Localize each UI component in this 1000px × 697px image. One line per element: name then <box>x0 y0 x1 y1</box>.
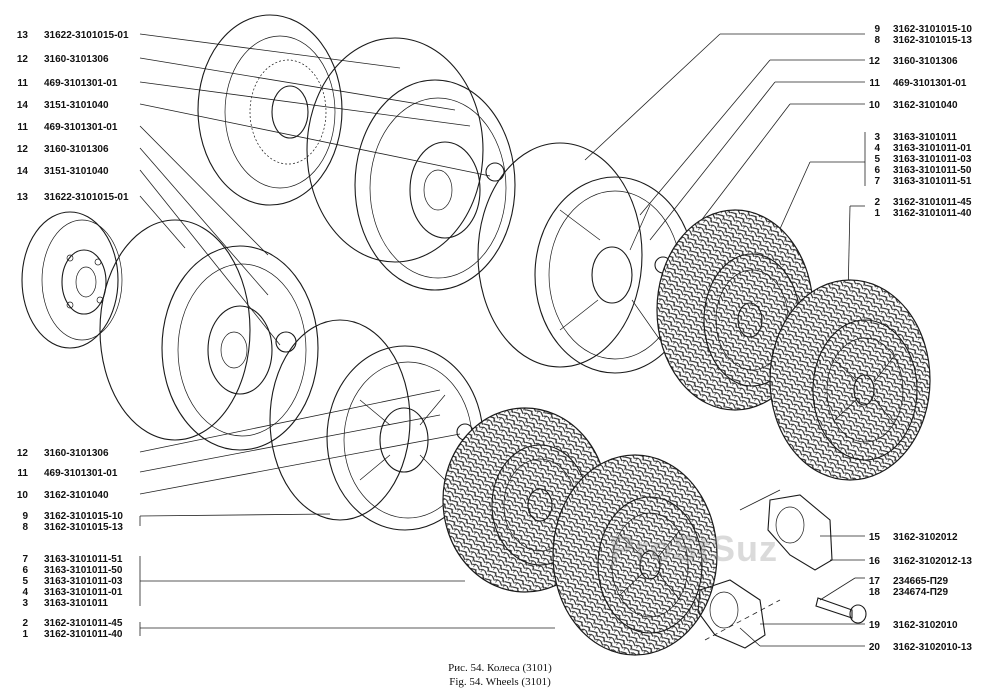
callout-code: 3163-3101011-51 <box>44 554 123 565</box>
callout-code: 3163-3101011-03 <box>893 154 972 165</box>
callout-number: 19 <box>869 620 881 631</box>
right-callouts: 9 3162-3101015-10 8 3162-3101015-13 12 3… <box>869 24 973 653</box>
callout-number: 12 <box>17 54 29 65</box>
steel-wheel-left <box>99 219 319 451</box>
callout-number: 5 <box>874 154 880 165</box>
callout-number: 11 <box>17 78 28 89</box>
wheel-bolt <box>815 597 867 624</box>
callout-code: 3162-3102012 <box>893 532 958 543</box>
callout-number: 13 <box>17 30 29 41</box>
callout-number: 13 <box>17 192 29 203</box>
callout-number: 10 <box>17 490 29 501</box>
callout-number: 9 <box>874 24 880 35</box>
left-callouts: 13 31622-3101015-01 12 3160-3101306 11 4… <box>17 30 129 640</box>
callout-number: 15 <box>869 532 881 543</box>
tire-right-far <box>769 279 931 481</box>
brake-disc-hub <box>21 211 123 349</box>
figure-caption-ru: Рис. 54. Колеса (3101) <box>448 662 552 674</box>
callout-number: 11 <box>869 78 880 89</box>
callout-number: 1 <box>874 208 880 219</box>
callout-code: 3162-3102010-13 <box>893 642 972 653</box>
callout-number: 1 <box>22 629 28 640</box>
callout-number: 7 <box>874 176 880 187</box>
callout-code: 3160-3101306 <box>44 448 109 459</box>
watermark-text: ProStSuz <box>610 528 779 569</box>
callout-code: 3162-3101015-13 <box>893 35 972 46</box>
callout-number: 8 <box>22 522 28 533</box>
callout-code: 3163-3101011-51 <box>893 176 972 187</box>
callout-code: 3163-3101011-50 <box>44 565 123 576</box>
callout-number: 4 <box>874 143 880 154</box>
callout-number: 20 <box>869 642 881 653</box>
callout-code: 3160-3101306 <box>44 144 109 155</box>
callout-code: 234674-П29 <box>893 587 948 598</box>
callout-number: 12 <box>869 56 881 67</box>
callout-number: 2 <box>22 618 28 629</box>
callout-code: 3162-3101015-10 <box>893 24 972 35</box>
callout-code: 3163-3101011 <box>893 132 957 143</box>
callout-code: 3163-3101011-50 <box>893 165 972 176</box>
callout-code: 3162-3101011-40 <box>893 208 972 219</box>
figure-caption-en: Fig. 54. Wheels (3101) <box>449 676 551 688</box>
callout-code: 469-3101301-01 <box>44 78 118 89</box>
callout-code: 3162-3101040 <box>893 100 958 111</box>
callout-code: 469-3101301-01 <box>893 78 967 89</box>
callout-number: 6 <box>874 165 880 176</box>
callout-code: 469-3101301-01 <box>44 468 118 479</box>
callout-code: 3163-3101011-03 <box>44 576 123 587</box>
callout-number: 16 <box>869 556 881 567</box>
wheel-disc-spoked <box>197 14 343 206</box>
tire-bottom-right <box>552 454 718 656</box>
callout-code: 3162-3101040 <box>44 490 109 501</box>
callout-number: 4 <box>22 587 28 598</box>
callout-code: 3162-3101011-40 <box>44 629 123 640</box>
callout-code: 31622-3101015-01 <box>44 192 129 203</box>
callout-code: 3163-3101011-01 <box>44 587 123 598</box>
callout-number: 18 <box>869 587 881 598</box>
callout-number: 12 <box>17 448 29 459</box>
callout-number: 8 <box>874 35 880 46</box>
callout-code: 3162-3101015-10 <box>44 511 123 522</box>
callout-code: 31622-3101015-01 <box>44 30 129 41</box>
callout-code: 469-3101301-01 <box>44 122 118 133</box>
callout-code: 3162-3102012-13 <box>893 556 972 567</box>
steel-wheel-upper <box>306 37 516 291</box>
callout-number: 14 <box>17 100 29 111</box>
callout-code: 3151-3101040 <box>44 100 109 111</box>
callout-code: 3162-3101011-45 <box>893 197 972 208</box>
callout-number: 2 <box>874 197 880 208</box>
callout-number: 10 <box>869 100 881 111</box>
callout-code: 3151-3101040 <box>44 166 109 177</box>
callout-number: 11 <box>17 122 28 133</box>
callout-code: 3162-3102010 <box>893 620 958 631</box>
callout-number: 14 <box>17 166 29 177</box>
callout-code: 3163-3101011 <box>44 598 108 609</box>
leader-lines <box>139 33 866 647</box>
callout-code: 234665-П29 <box>893 576 948 587</box>
callout-number: 11 <box>17 468 28 479</box>
callout-number: 3 <box>22 598 28 609</box>
callout-code: 3160-3101306 <box>44 54 109 65</box>
callout-number: 5 <box>22 576 28 587</box>
callout-code: 3162-3101011-45 <box>44 618 123 629</box>
callout-number: 9 <box>22 511 28 522</box>
callout-number: 3 <box>874 132 880 143</box>
callout-number: 7 <box>22 554 28 565</box>
callout-code: 3163-3101011-01 <box>893 143 972 154</box>
hub-cap-lower <box>697 579 766 649</box>
callout-code: 3162-3101015-13 <box>44 522 123 533</box>
callout-number: 17 <box>869 576 881 587</box>
callout-number: 12 <box>17 144 29 155</box>
callout-code: 3160-3101306 <box>893 56 958 67</box>
callout-number: 6 <box>22 565 28 576</box>
hub-cap-upper <box>767 494 833 571</box>
